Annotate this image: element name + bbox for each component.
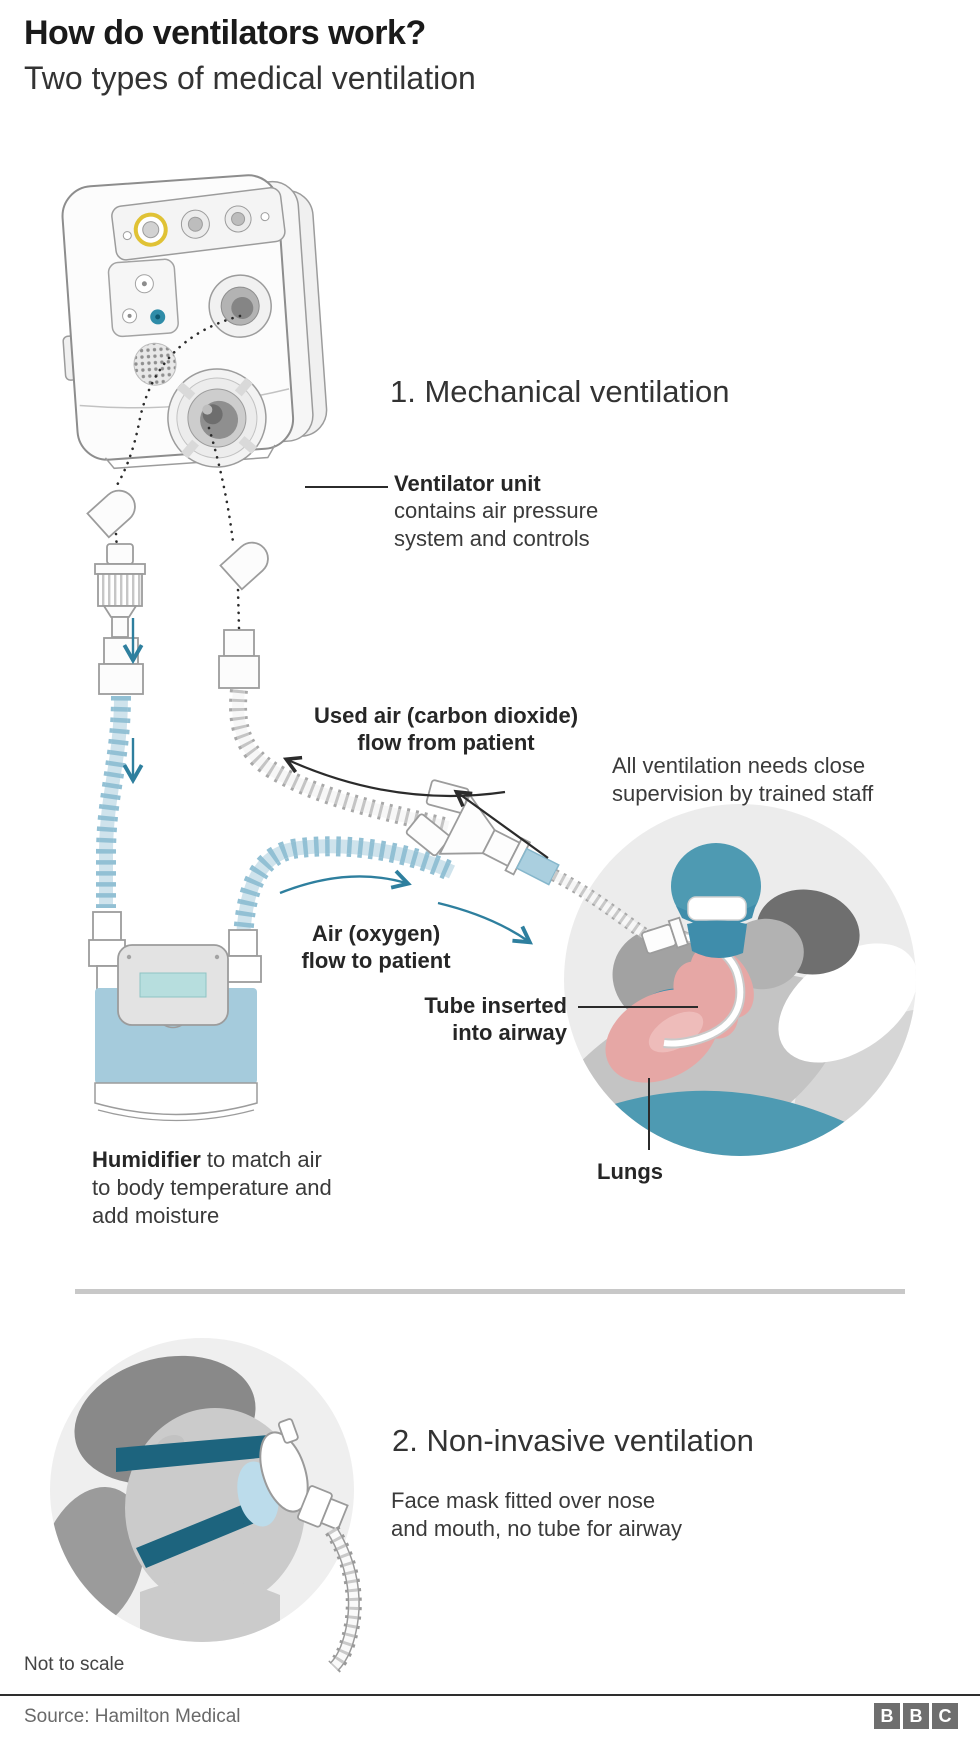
staff-goggles	[687, 896, 747, 921]
face-mask-illustration	[50, 1338, 362, 1673]
mask-strap-bottom	[136, 1495, 274, 1568]
dotted-connection-lines	[112, 314, 242, 630]
oxygen-tube-to-patient	[233, 836, 457, 939]
air-oxygen-label: Air (oxygen) flow to patient	[301, 921, 451, 973]
humidifier-base	[94, 1082, 258, 1116]
face-mask-caption: Face mask fitted over nose and mouth, no…	[391, 1488, 683, 1541]
tube-inserted-label: Tube inserted into airway	[424, 993, 567, 1045]
humidifier-caption: Humidifier to match air to body temperat…	[92, 1147, 332, 1228]
used-air-label: Used air (carbon dioxide) flow from pati…	[313, 703, 579, 755]
mask-strap-top	[116, 1434, 280, 1472]
section-1-heading: 1. Mechanical ventilation	[390, 374, 730, 409]
blanket	[564, 1090, 910, 1156]
oxygen-arrow-1	[279, 869, 412, 895]
oxygen-tube-left	[96, 695, 131, 908]
lungs-label: Lungs	[597, 1159, 663, 1184]
bbc-logo-block: B	[874, 1703, 900, 1729]
scale-note: Not to scale	[24, 1654, 125, 1675]
used-air-tube	[229, 688, 451, 836]
page-title: How do ventilators work?	[24, 14, 426, 52]
ventilator-unit-label: Ventilator unit contains air pressure sy…	[394, 470, 644, 553]
humidifier-drawing	[88, 911, 262, 1122]
speaker-grille	[133, 342, 177, 386]
page-subtitle: Two types of medical ventilation	[24, 60, 476, 96]
face-mask	[259, 1431, 309, 1513]
used-air-arrow-2	[453, 789, 549, 859]
mask-elbow	[297, 1485, 349, 1531]
source-credit: Source: Hamilton Medical	[24, 1706, 241, 1727]
patient-illustration	[564, 804, 916, 1156]
footer-rule	[0, 1694, 980, 1696]
supervision-note: All ventilation needs close supervision …	[612, 753, 874, 806]
section-2-heading: 2. Non-invasive ventilation	[392, 1423, 754, 1458]
filter-body	[97, 573, 143, 607]
bbc-logo: B B C	[874, 1703, 958, 1729]
airflow-arrows	[122, 618, 549, 945]
oxygen-arrow-2	[437, 901, 533, 945]
ventilator-unit-title: Ventilator unit	[394, 471, 541, 496]
bbc-logo-block: C	[932, 1703, 958, 1729]
staff-mask	[687, 920, 747, 959]
ventilator-unit-drawing	[61, 174, 328, 470]
used-air-arrow	[282, 755, 506, 798]
section-divider	[75, 1289, 905, 1294]
leader-lines	[305, 486, 698, 1150]
tube-fittings	[86, 489, 269, 695]
mask-tube	[325, 1525, 362, 1673]
top-connector-panel	[111, 187, 286, 261]
mechanical-ventilation-illustration	[61, 174, 916, 1156]
y-connector	[405, 779, 690, 955]
bbc-logo-block: B	[903, 1703, 929, 1729]
humidifier-screen	[139, 972, 207, 998]
